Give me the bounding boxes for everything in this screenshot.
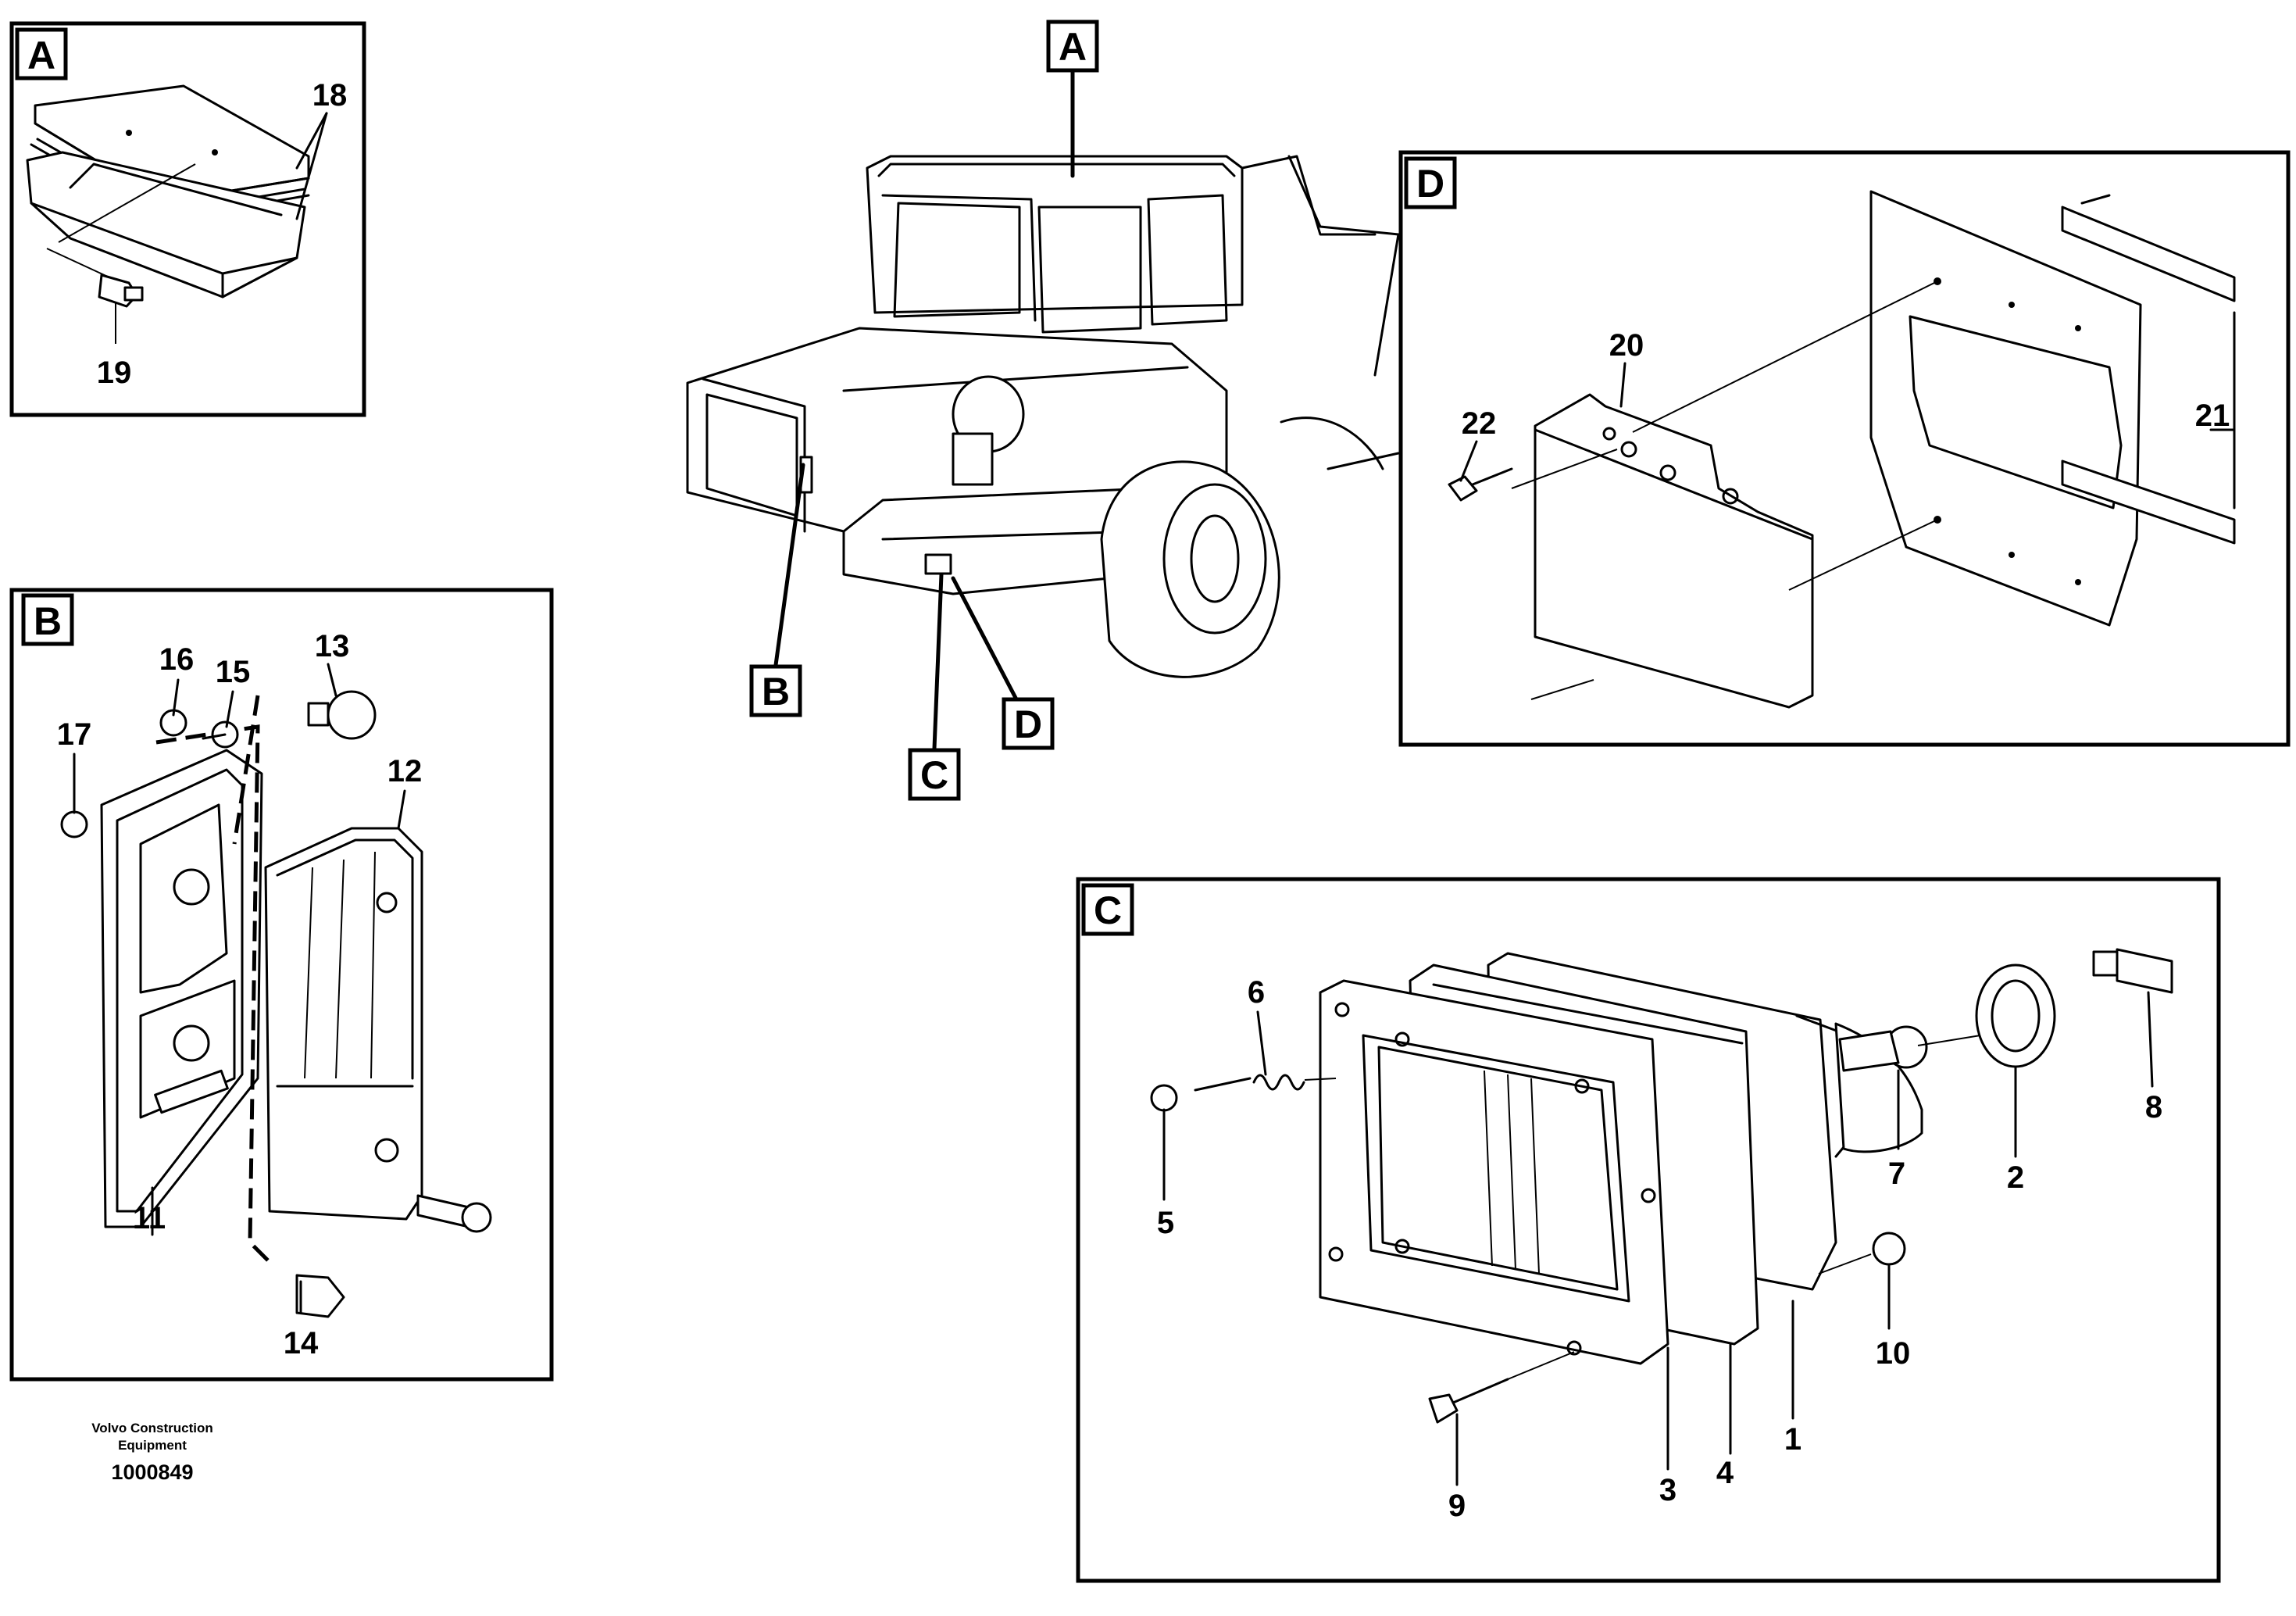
callout-d-box bbox=[1002, 697, 1055, 750]
part-number-13: 13 bbox=[315, 629, 350, 663]
part-number-7: 7 bbox=[1888, 1157, 1905, 1191]
part-number-4: 4 bbox=[1716, 1456, 1734, 1490]
caption: Volvo Construction Equipment 1000849 bbox=[91, 1421, 213, 1484]
panel-d-frame bbox=[1398, 150, 2291, 747]
tail-lamp-icon bbox=[60, 663, 492, 1318]
panel-d-label-box bbox=[1404, 156, 1457, 209]
part-number-11: 11 bbox=[133, 1201, 166, 1235]
part-number-8: 8 bbox=[2145, 1090, 2162, 1124]
part-number-5: 5 bbox=[1157, 1206, 1174, 1240]
panel-a: A 18 19 bbox=[9, 21, 366, 417]
part-number-16: 16 bbox=[159, 642, 195, 677]
part-number-9: 9 bbox=[1448, 1489, 1466, 1523]
part-number-14: 14 bbox=[284, 1326, 319, 1360]
panel-b-label: B bbox=[34, 599, 62, 643]
callout-c-label: C bbox=[920, 753, 948, 797]
panel-d: D bbox=[1398, 150, 2291, 747]
dump-truck-icon bbox=[686, 155, 1400, 678]
part-number-17: 17 bbox=[57, 717, 92, 752]
callout-a-label: A bbox=[1059, 25, 1087, 69]
part-number-2: 2 bbox=[2007, 1160, 2024, 1195]
panel-c-label: C bbox=[1094, 888, 1122, 932]
part-number-18: 18 bbox=[312, 78, 348, 113]
work-light-icon bbox=[26, 84, 328, 344]
callout-b-label: B bbox=[762, 670, 790, 713]
drawing-number: 1000849 bbox=[111, 1460, 193, 1484]
panel-c-label-box bbox=[1081, 883, 1134, 936]
panel-b: B bbox=[9, 588, 554, 1382]
part-number-20: 20 bbox=[1609, 328, 1644, 363]
part-number-3: 3 bbox=[1659, 1473, 1676, 1507]
panel-b-label-box bbox=[21, 593, 74, 646]
part-number-15: 15 bbox=[216, 655, 251, 689]
part-number-1: 1 bbox=[1784, 1422, 1801, 1457]
callout-d-label: D bbox=[1014, 703, 1042, 746]
part-number-19: 19 bbox=[97, 356, 132, 390]
mounting-bracket-icon bbox=[1448, 190, 2236, 709]
truck-callouts: A B C D bbox=[749, 20, 1099, 801]
part-number-12: 12 bbox=[387, 754, 423, 788]
part-number-22: 22 bbox=[1462, 406, 1497, 441]
panel-d-label: D bbox=[1416, 162, 1444, 206]
part-number-21: 21 bbox=[2195, 399, 2230, 433]
panel-a-label: A bbox=[27, 34, 55, 77]
part-number-6: 6 bbox=[1248, 975, 1265, 1010]
panel-c: C bbox=[1076, 877, 2221, 1583]
caption-company-line2: Equipment bbox=[118, 1438, 187, 1453]
caption-company-line1: Volvo Construction bbox=[91, 1421, 213, 1435]
panel-a-label-box bbox=[15, 27, 68, 80]
headlamp-icon bbox=[1150, 948, 2173, 1486]
part-number-10: 10 bbox=[1876, 1336, 1911, 1371]
callout-b-box bbox=[749, 664, 802, 717]
